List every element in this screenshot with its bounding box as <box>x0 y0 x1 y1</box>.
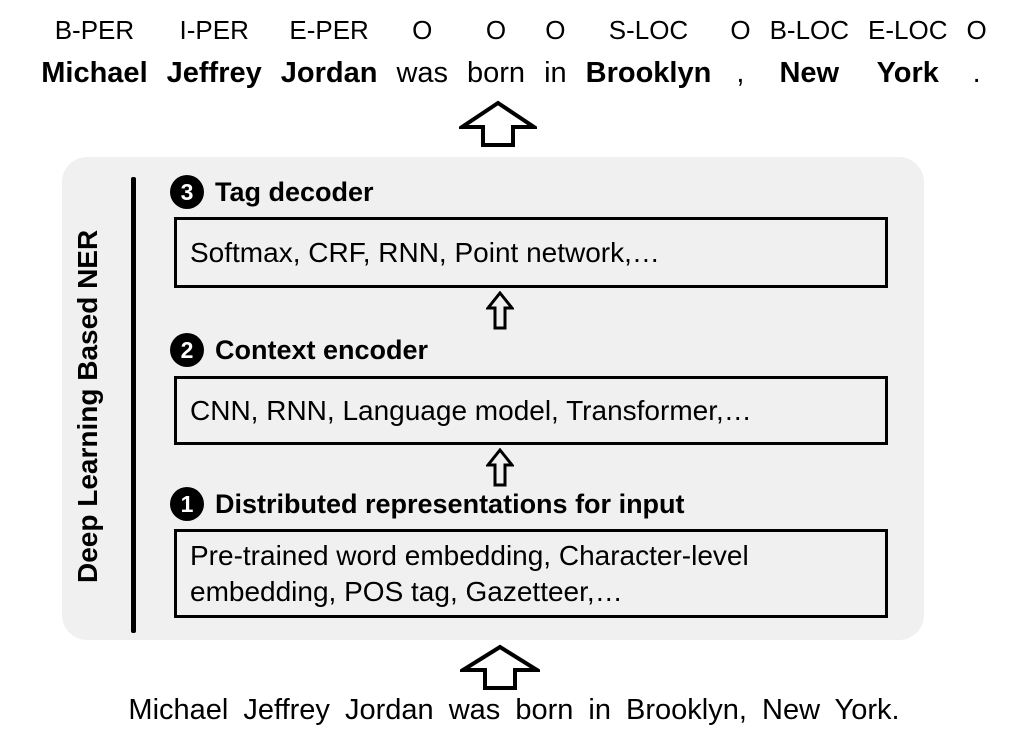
token-word: born <box>467 57 526 89</box>
side-label: Deep Learning Based NER <box>72 229 103 583</box>
token-column: O was <box>396 14 448 90</box>
tag-label: B-PER <box>54 15 135 45</box>
token-column: S-LOC Brooklyn <box>586 14 712 90</box>
section-title: Distributed representations for input <box>215 488 685 519</box>
token-column: O , <box>730 14 750 90</box>
up-arrow-icon <box>486 291 514 330</box>
up-arrow-icon <box>486 448 514 487</box>
input-representation-box: Pre-trained word embedding, Character-le… <box>174 529 888 618</box>
tag-label: E-PER <box>289 15 369 45</box>
side-rule <box>131 177 136 633</box>
tag-label: S-LOC <box>608 15 689 45</box>
step-1-badge: 1 <box>170 487 204 521</box>
token-column: B-LOC New <box>770 14 849 90</box>
token-word: was <box>396 57 449 89</box>
tag-label: O <box>412 15 433 45</box>
context-encoder-box: CNN, RNN, Language model, Transformer,… <box>174 376 888 445</box>
up-arrow-icon <box>459 100 537 148</box>
token-word: Brooklyn <box>585 57 712 89</box>
token-column: I-PER Jeffrey <box>167 14 262 90</box>
token-column: B-PER Michael <box>41 14 147 90</box>
context-encoder-methods: CNN, RNN, Language model, Transformer,… <box>190 394 752 426</box>
input-representation-methods: Pre-trained word embedding, Character-le… <box>190 539 749 607</box>
tag-label: B-LOC <box>769 15 850 45</box>
tag-decoder-methods: Softmax, CRF, RNN, Point network,… <box>190 236 660 268</box>
tag-label: O <box>545 15 566 45</box>
token-column: E-PER Jordan <box>281 14 378 90</box>
token-word: , <box>736 57 745 89</box>
token-word: York <box>876 57 939 89</box>
token-word: New <box>779 57 840 89</box>
tag-label: I-PER <box>179 15 249 45</box>
up-arrow-icon <box>460 644 540 691</box>
section-title: Tag decoder <box>215 176 374 207</box>
tagged-sentence-row: B-PER Michael I-PER Jeffrey E-PER Jordan… <box>0 14 1028 90</box>
section-heading-tag-decoder: 3 Tag decoder <box>170 175 374 209</box>
section-heading-context-encoder: 2 Context encoder <box>170 333 428 367</box>
token-word: Jeffrey <box>166 57 262 89</box>
token-column: O in <box>544 14 567 90</box>
token-column: O born <box>467 14 525 90</box>
token-column: E-LOC York <box>868 14 947 90</box>
token-word: . <box>972 57 981 89</box>
input-sentence: Michael Jeffrey Jordan was born in Brook… <box>128 694 900 726</box>
token-word: Jordan <box>280 57 378 89</box>
step-2-badge: 2 <box>170 333 204 367</box>
section-title: Context encoder <box>215 334 429 365</box>
token-column: O . <box>967 14 987 90</box>
token-word: Michael <box>41 57 148 89</box>
tag-decoder-box: Softmax, CRF, RNN, Point network,… <box>174 217 888 288</box>
section-heading-distributed-representations: 1 Distributed representations for input <box>170 487 685 521</box>
tag-label: O <box>485 15 507 45</box>
tag-label: O <box>966 15 987 45</box>
token-word: in <box>544 57 567 89</box>
tag-label: E-LOC <box>868 15 948 45</box>
tag-label: O <box>730 15 751 45</box>
step-3-badge: 3 <box>170 175 204 209</box>
